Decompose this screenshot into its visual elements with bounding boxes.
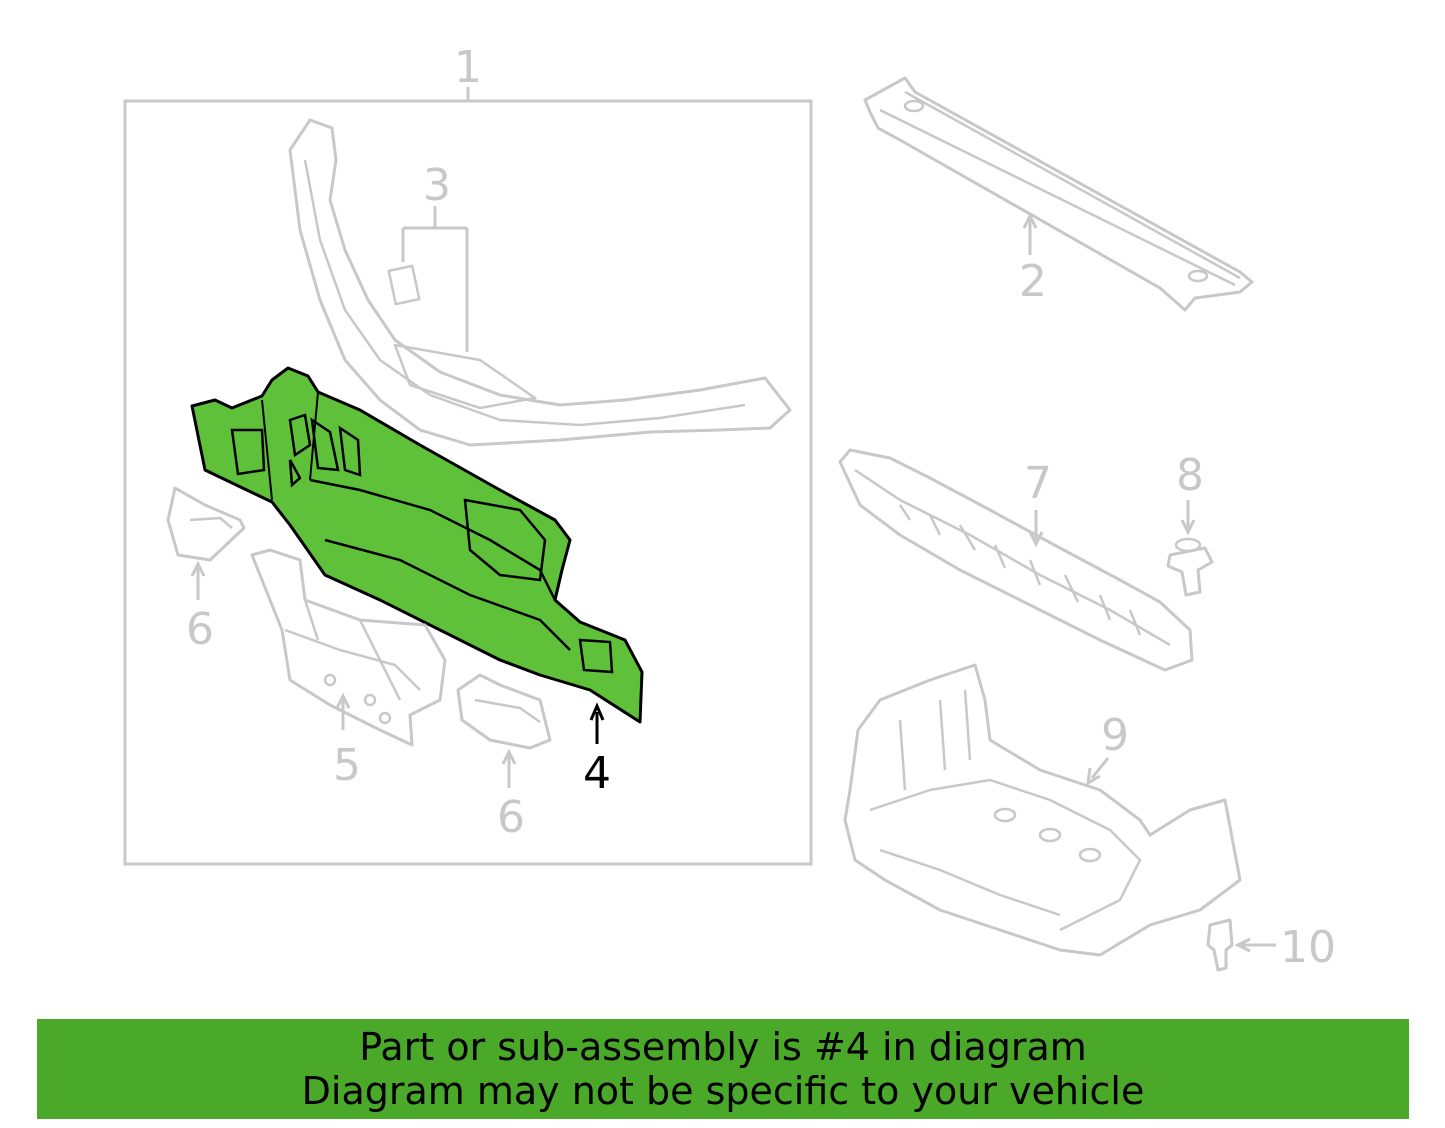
part-8-clip [1166, 537, 1214, 597]
banner-line-2: Diagram may not be specific to your vehi… [301, 1069, 1145, 1113]
leader-9 [1090, 757, 1110, 779]
callout-4: 4 [583, 748, 611, 799]
part-2-upper-tie-bar [863, 76, 1254, 312]
part-5-bracket [250, 548, 447, 747]
part-6-left-bracket [166, 486, 246, 562]
callout-3: 3 [423, 160, 451, 211]
callout-9: 9 [1101, 710, 1129, 761]
info-banner: Part or sub-assembly is #4 in diagram Di… [37, 1019, 1409, 1119]
callout-8: 8 [1176, 450, 1204, 501]
banner-line-1: Part or sub-assembly is #4 in diagram [359, 1025, 1087, 1069]
part-9-under-cover [843, 663, 1242, 957]
callout-1: 1 [454, 42, 482, 93]
callout-2: 2 [1019, 256, 1047, 307]
callout-6b: 6 [497, 792, 525, 843]
part-4-highlighted [190, 366, 644, 724]
callout-5: 5 [333, 740, 361, 791]
part-10-screw [1206, 918, 1234, 972]
callout-6a: 6 [186, 604, 214, 655]
callout-7: 7 [1024, 458, 1052, 509]
part-6-lower-bracket [456, 673, 552, 750]
callout-10: 10 [1280, 922, 1336, 973]
part-3-upper-support [288, 118, 792, 447]
part-7-reinforcement [838, 448, 1194, 672]
parts-diagram: 1 2 3 4 6 [123, 42, 1336, 973]
